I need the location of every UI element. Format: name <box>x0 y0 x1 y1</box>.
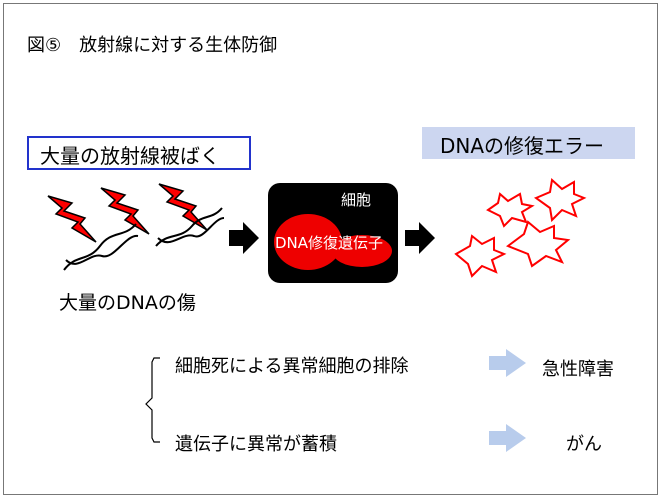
arrow-right-icon <box>489 349 526 377</box>
brace-icon <box>145 357 160 443</box>
lightning-bolt-icon <box>47 195 97 243</box>
repair-gene-label: DNA修復遺伝子 <box>275 234 384 252</box>
cause-box <box>27 136 251 170</box>
starburst-icon <box>486 192 535 228</box>
repair-error-box <box>422 127 635 159</box>
lightning-bolt-icon <box>100 187 150 235</box>
arrow-right-icon <box>489 424 526 452</box>
outcome-accumulation-label: 遺伝子に異常が蓄積 <box>175 434 337 455</box>
dna-strand-icon <box>155 207 225 247</box>
figure-title: 図⑤ 放射線に対する生体防御 <box>27 35 278 56</box>
starburst-icon <box>454 234 507 278</box>
cause-label: 大量の放射線被ばく <box>40 144 220 168</box>
repair-gene-blob <box>332 235 392 267</box>
starburst-icon <box>505 220 571 268</box>
dna-strand-icon <box>63 223 139 271</box>
cancer-label: がん <box>566 434 602 455</box>
cell-label: 細胞 <box>341 191 372 209</box>
acute-effect-label: 急性障害 <box>542 359 614 380</box>
arrow-right-icon <box>405 222 435 254</box>
dna-damage-label: 大量のDNAの傷 <box>59 292 196 314</box>
repair-gene-blob <box>274 214 342 270</box>
repair-error-label: DNAの修復エラー <box>440 134 605 158</box>
arrow-right-icon <box>229 222 259 254</box>
figure-frame <box>3 3 658 495</box>
starburst-icon <box>533 178 587 223</box>
outcome-elimination-label: 細胞死による異常細胞の排除 <box>175 356 409 377</box>
